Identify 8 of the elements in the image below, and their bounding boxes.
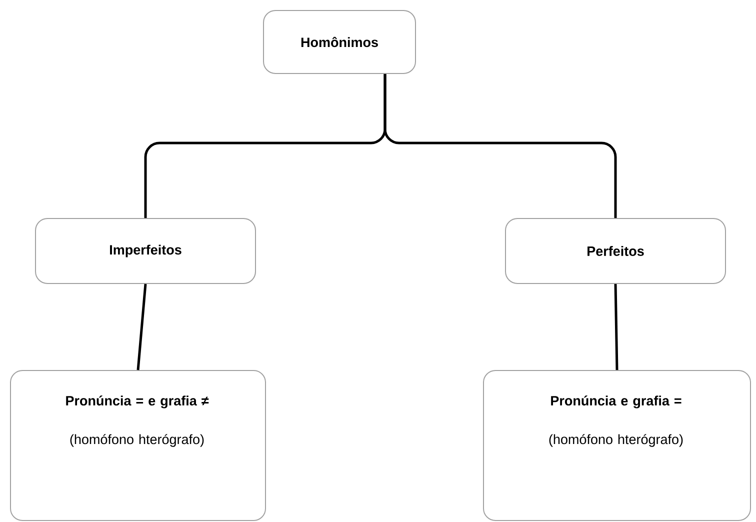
category-box: Imperfeitos bbox=[35, 218, 256, 284]
category-box: Perfeitos bbox=[505, 218, 726, 284]
connector-line bbox=[614, 284, 618, 370]
definition-box: Pronúncia e grafia = (homófono hterógrafo) bbox=[483, 370, 751, 521]
connector-line bbox=[384, 74, 617, 218]
root-box: Homônimos bbox=[263, 10, 416, 74]
connector-line bbox=[136, 284, 147, 370]
definition-box: Pronúncia = e grafia ≠ (homófono hterógrafo) bbox=[10, 370, 266, 521]
